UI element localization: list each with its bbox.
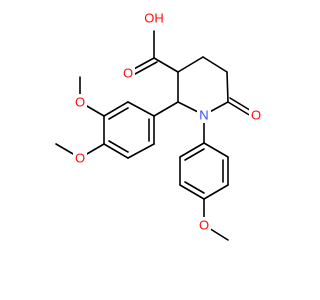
bond (227, 101, 252, 117)
bond (153, 101, 179, 117)
bond (184, 181, 205, 194)
bond (153, 57, 179, 73)
bond (127, 143, 155, 159)
bond (131, 57, 155, 71)
atom-label-layer: OH O O N O O O (73, 9, 263, 233)
bond (103, 101, 129, 117)
bond (184, 148, 205, 161)
bond (108, 140, 129, 153)
methoxy-oxygen-para-label: O (199, 218, 209, 233)
structure-canvas: OH O O N O O O (55, 9, 263, 241)
ring-nitrogen-label: N (199, 108, 208, 123)
bond (134, 61, 158, 75)
bond (202, 56, 228, 73)
carboxyl-oxygen-label: O (123, 66, 133, 81)
bond-layer (55, 30, 254, 241)
bond (226, 71, 229, 103)
molecule-diagram: OH O O N O O O (55, 9, 263, 241)
bond (177, 56, 204, 73)
bond (127, 101, 155, 117)
bond (179, 184, 205, 200)
bond (179, 142, 205, 158)
methoxy-oxygen-upper-label: O (75, 95, 85, 110)
bond (203, 142, 229, 158)
bond (103, 143, 129, 159)
bond (203, 184, 229, 200)
bond (108, 107, 129, 120)
hydroxyl-label: OH (144, 11, 164, 26)
methoxy-oxygen-lower-label: O (75, 151, 85, 166)
lactam-oxygen-label: O (251, 108, 261, 123)
